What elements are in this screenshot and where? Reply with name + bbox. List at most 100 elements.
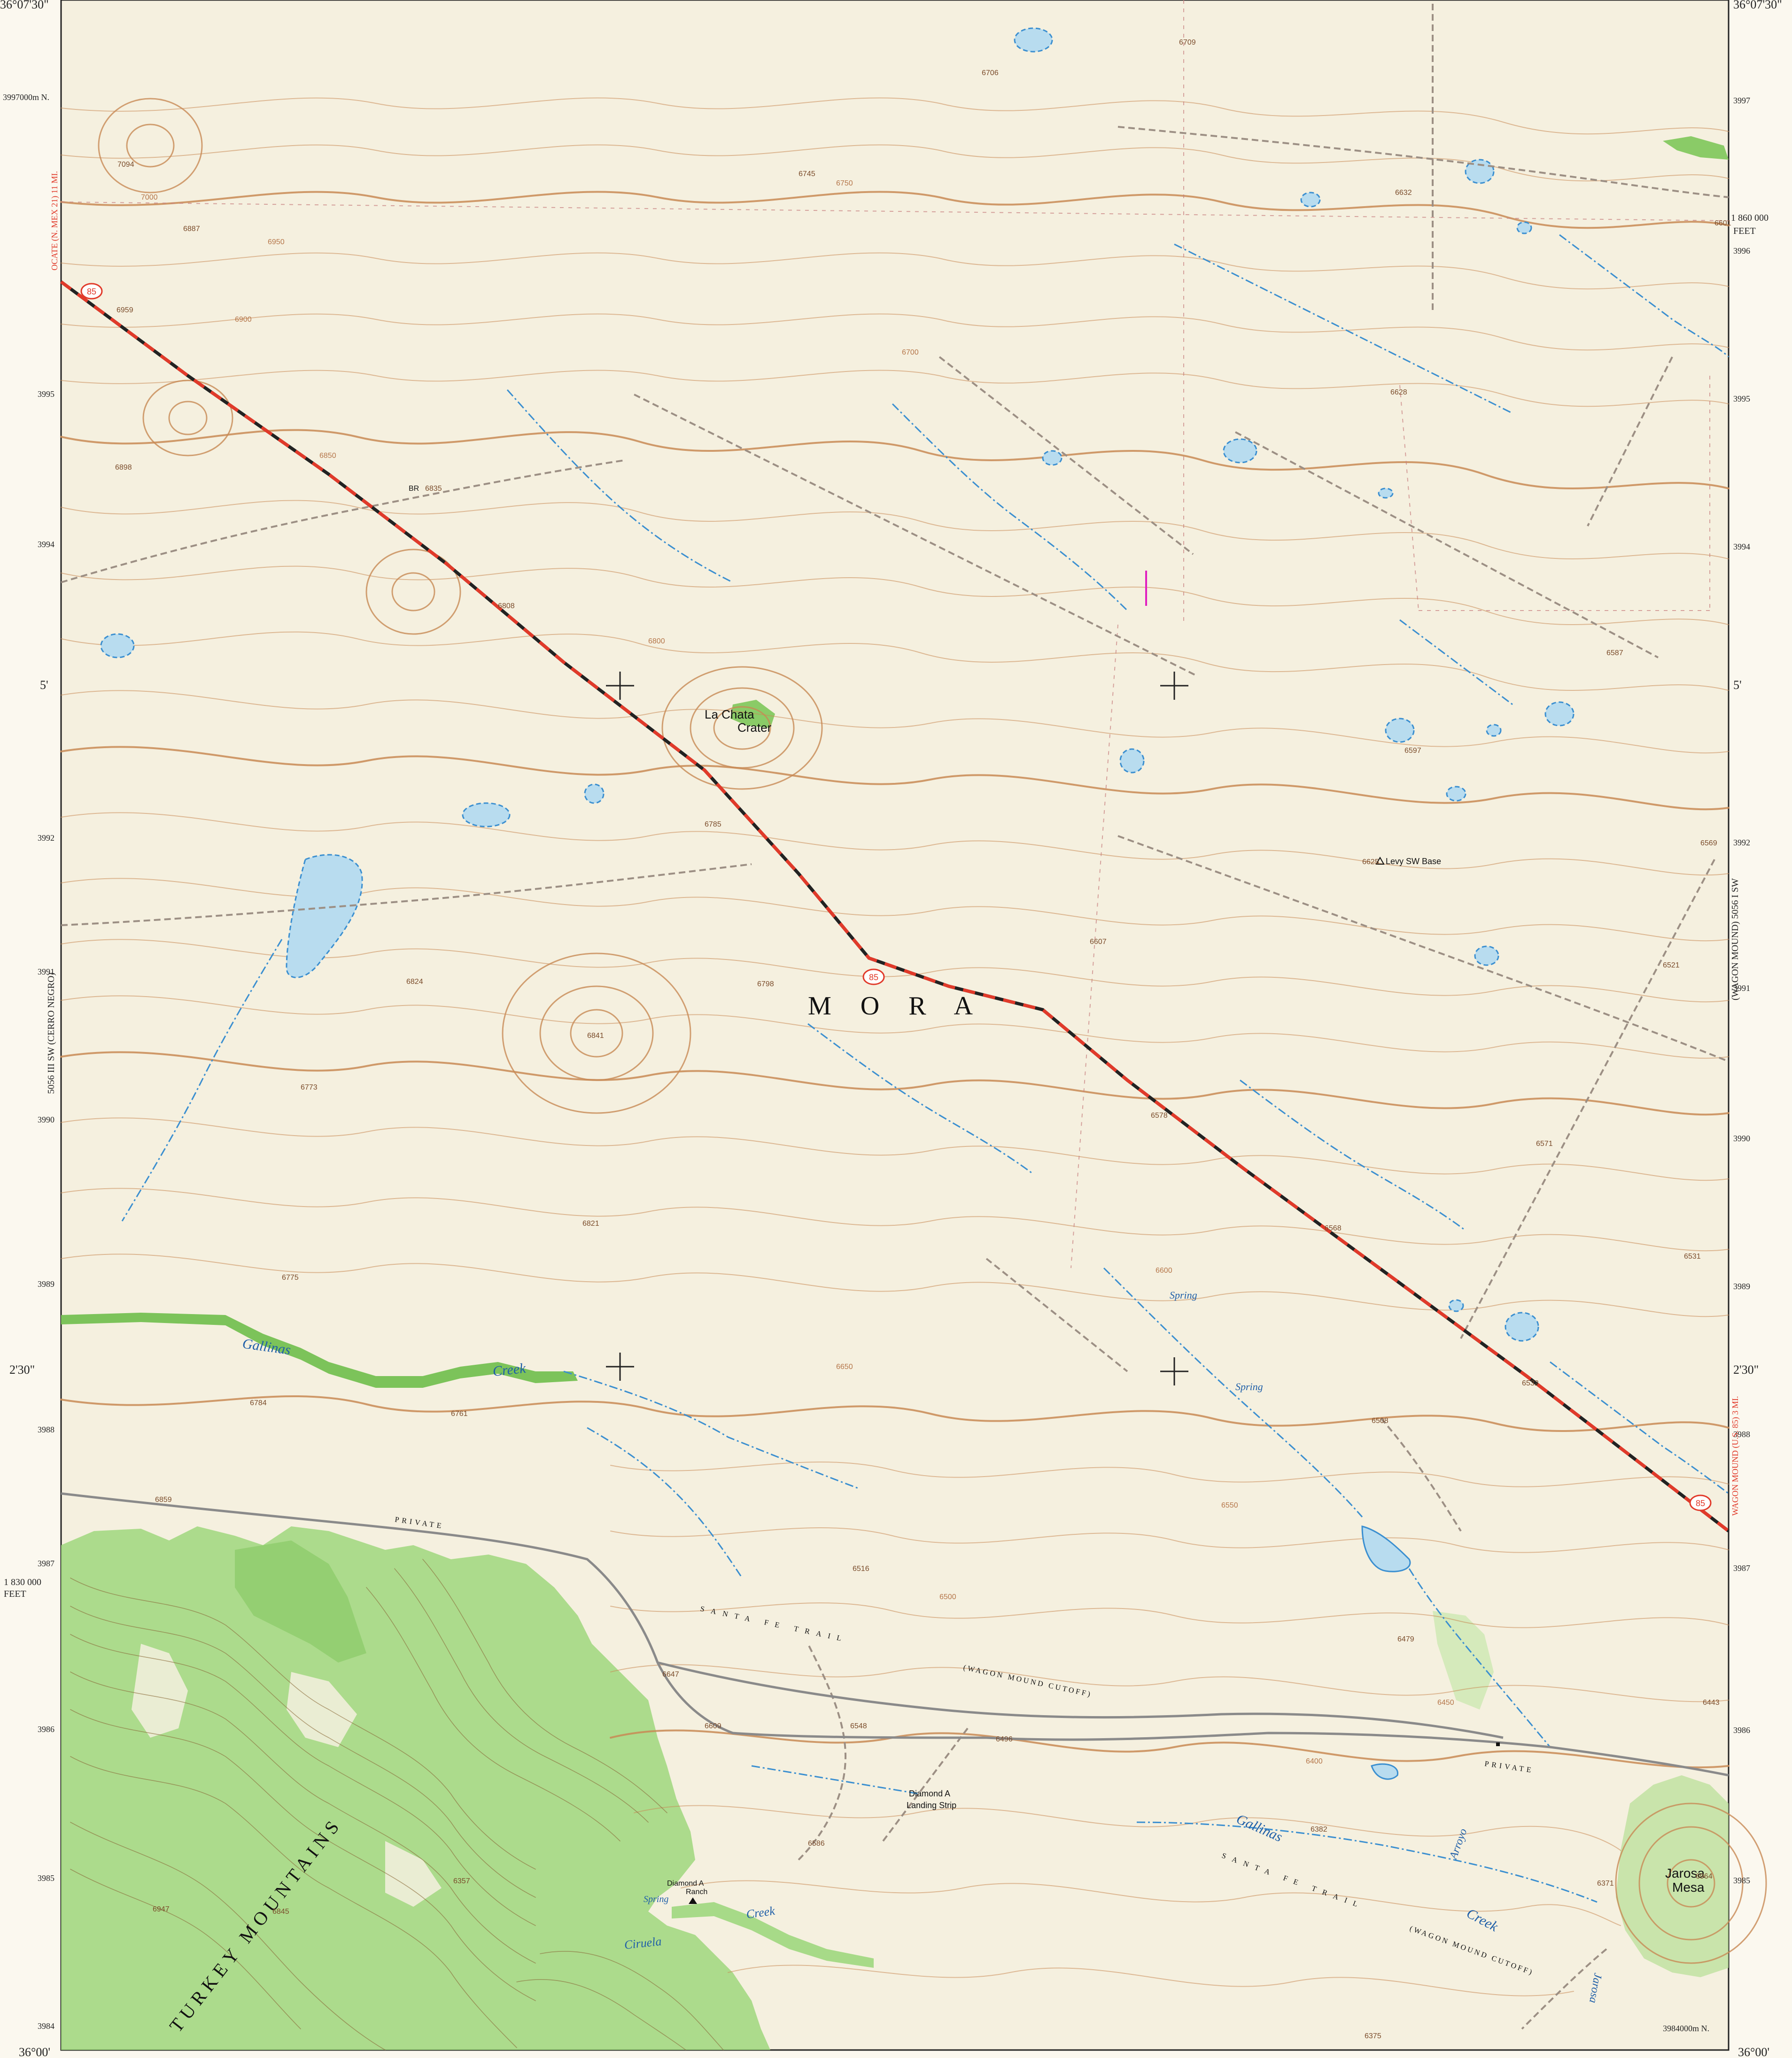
spot-elevation: 6479 <box>1397 1635 1414 1643</box>
feet-value-right: 1 860 000 <box>1731 213 1769 223</box>
spot-elevation: 6521 <box>1663 961 1680 969</box>
contour-value: 6850 <box>319 452 336 460</box>
spot-elevation: 6548 <box>850 1722 867 1730</box>
spot-elevation: 6587 <box>1606 649 1623 657</box>
spot-elevation: 6964 <box>1696 1872 1713 1880</box>
woodland-clearings <box>132 1644 442 1907</box>
contour-value: 7000 <box>141 193 158 201</box>
lat-top-left: 36°07'30" <box>0 0 49 11</box>
lat-right-lower: 2'30" <box>1733 1363 1759 1377</box>
diamond-a-ranch-label: Diamond A <box>667 1880 704 1888</box>
pond-1 <box>1014 27 1053 53</box>
landing-strip-label-1: Diamond A <box>909 1789 950 1798</box>
pond-east <box>1371 1763 1398 1780</box>
spot-elevation: 6496 <box>996 1735 1013 1743</box>
spot-elevation: 6709 <box>1179 39 1196 46</box>
spot-elevation: 6607 <box>1090 938 1107 946</box>
grid-left-label: 3991 <box>38 967 54 976</box>
streams <box>121 234 1730 1903</box>
us-route-85 <box>60 280 1730 1532</box>
route-shield-label: 85 <box>1696 1499 1705 1508</box>
contour-value: 6450 <box>1437 1699 1454 1707</box>
contour-lines <box>60 97 1767 2050</box>
spot-elevation: 6516 <box>853 1565 869 1573</box>
pond-10 <box>1544 701 1575 727</box>
spot-elevation: 6443 <box>1703 1699 1720 1707</box>
spot-elevation: 6845 <box>272 1908 289 1916</box>
spot-elevation: 6532 <box>1522 1379 1539 1387</box>
graticule-ticks <box>606 672 1188 1385</box>
spot-elevation: 6357 <box>453 1877 470 1885</box>
map-collar-bottom <box>0 2050 1792 2058</box>
pond-17 <box>1505 1312 1539 1342</box>
pond-6 <box>1042 450 1063 466</box>
spot-elevation: 6586 <box>808 1840 825 1848</box>
trails <box>61 0 1729 2030</box>
pond-7 <box>1378 487 1394 499</box>
contour-value: 6900 <box>235 316 252 324</box>
map-collar-left <box>0 0 61 2058</box>
woodland-top-right <box>1663 136 1729 160</box>
lat-bottom-left: 36°00' <box>19 2045 50 2058</box>
la-chata-label: La Chata <box>705 707 754 721</box>
grid-left-label: 3990 <box>38 1115 54 1124</box>
woodland-areas <box>61 136 1729 2050</box>
pond-4 <box>1516 221 1532 234</box>
grid-left-label: 3997000m N. <box>3 93 49 102</box>
adjoining-quad-left: 5056 III SW (CERRO NEGRO) <box>46 973 56 1094</box>
route-shield-3: 85 <box>1689 1494 1712 1511</box>
spot-elevation: 7094 <box>117 161 134 169</box>
contour-value: 6800 <box>648 637 665 645</box>
spot-elevation: 6798 <box>757 980 774 988</box>
br-label: BR <box>409 485 419 493</box>
pond-5 <box>1223 438 1257 464</box>
grid-left-label: 3995 <box>38 389 54 399</box>
section-lines <box>61 0 1729 1269</box>
spot-elevation: 6597 <box>1404 747 1421 755</box>
spot-elevation: 6568 <box>1325 1224 1342 1232</box>
pond-8 <box>100 633 135 658</box>
pond-16 <box>1474 945 1499 966</box>
grid-left-label: 3987 <box>38 1559 54 1568</box>
road-destination-ocate: OCATE (N. MEX 21) 11 MI. <box>50 171 60 271</box>
spot-elevation: 6859 <box>155 1496 172 1504</box>
spot-elevation-labels: 7094 6887 6959 6898 6835 6808 6785 6745 … <box>115 39 1731 2040</box>
grid-left-label: 3988 <box>38 1425 54 1434</box>
spot-elevation: 6775 <box>282 1274 299 1282</box>
adjoining-quad-right: (WAGON MOUND) 5056 I SW <box>1730 878 1740 1000</box>
grid-right-label: 3991 <box>1733 983 1750 993</box>
contour-value: 6400 <box>1306 1757 1323 1765</box>
grid-right-label: 3997 <box>1733 96 1750 105</box>
lat-bottom-right: 36°00' <box>1738 2045 1769 2058</box>
grid-left-label: 3986 <box>38 1725 54 1734</box>
spring-label-1: Spring <box>1170 1289 1197 1301</box>
spot-elevation: 6375 <box>1365 2032 1381 2040</box>
spot-elevation: 6761 <box>451 1410 468 1418</box>
spring-label-3: Spring <box>644 1894 668 1904</box>
water-bodies <box>100 27 1575 1780</box>
spot-elevation: 6784 <box>250 1399 267 1407</box>
spot-elevation: 6371 <box>1597 1880 1614 1888</box>
jarosa-label: Jarosa <box>1665 1866 1705 1880</box>
crater-label: Crater <box>737 720 772 735</box>
pond-3 <box>1300 192 1321 208</box>
map-collar-right <box>1729 0 1792 2058</box>
creek-label-1: Creek <box>492 1361 527 1379</box>
grid-right-label: 3985 <box>1733 1876 1750 1885</box>
grid-right-label: 3995 <box>1733 394 1750 403</box>
contour-value: 6750 <box>836 179 853 187</box>
woodland-turkey-mountains <box>61 1526 770 2050</box>
spot-elevation: 6887 <box>183 225 200 233</box>
pond-2 <box>1465 159 1495 184</box>
pond-9 <box>1385 718 1415 743</box>
spot-elevation: 6773 <box>301 1083 318 1091</box>
grid-left-label: 3984 <box>38 2021 54 2031</box>
pond-14 <box>462 802 511 828</box>
spot-elevation: 6841 <box>587 1032 604 1040</box>
spot-elevation: 6609 <box>705 1722 721 1730</box>
grid-left-label: 3985 <box>38 1873 54 1883</box>
spot-elevation: 6578 <box>1151 1112 1168 1120</box>
grid-right-label: 3988 <box>1733 1430 1750 1439</box>
spot-elevation: 6531 <box>1684 1253 1701 1261</box>
